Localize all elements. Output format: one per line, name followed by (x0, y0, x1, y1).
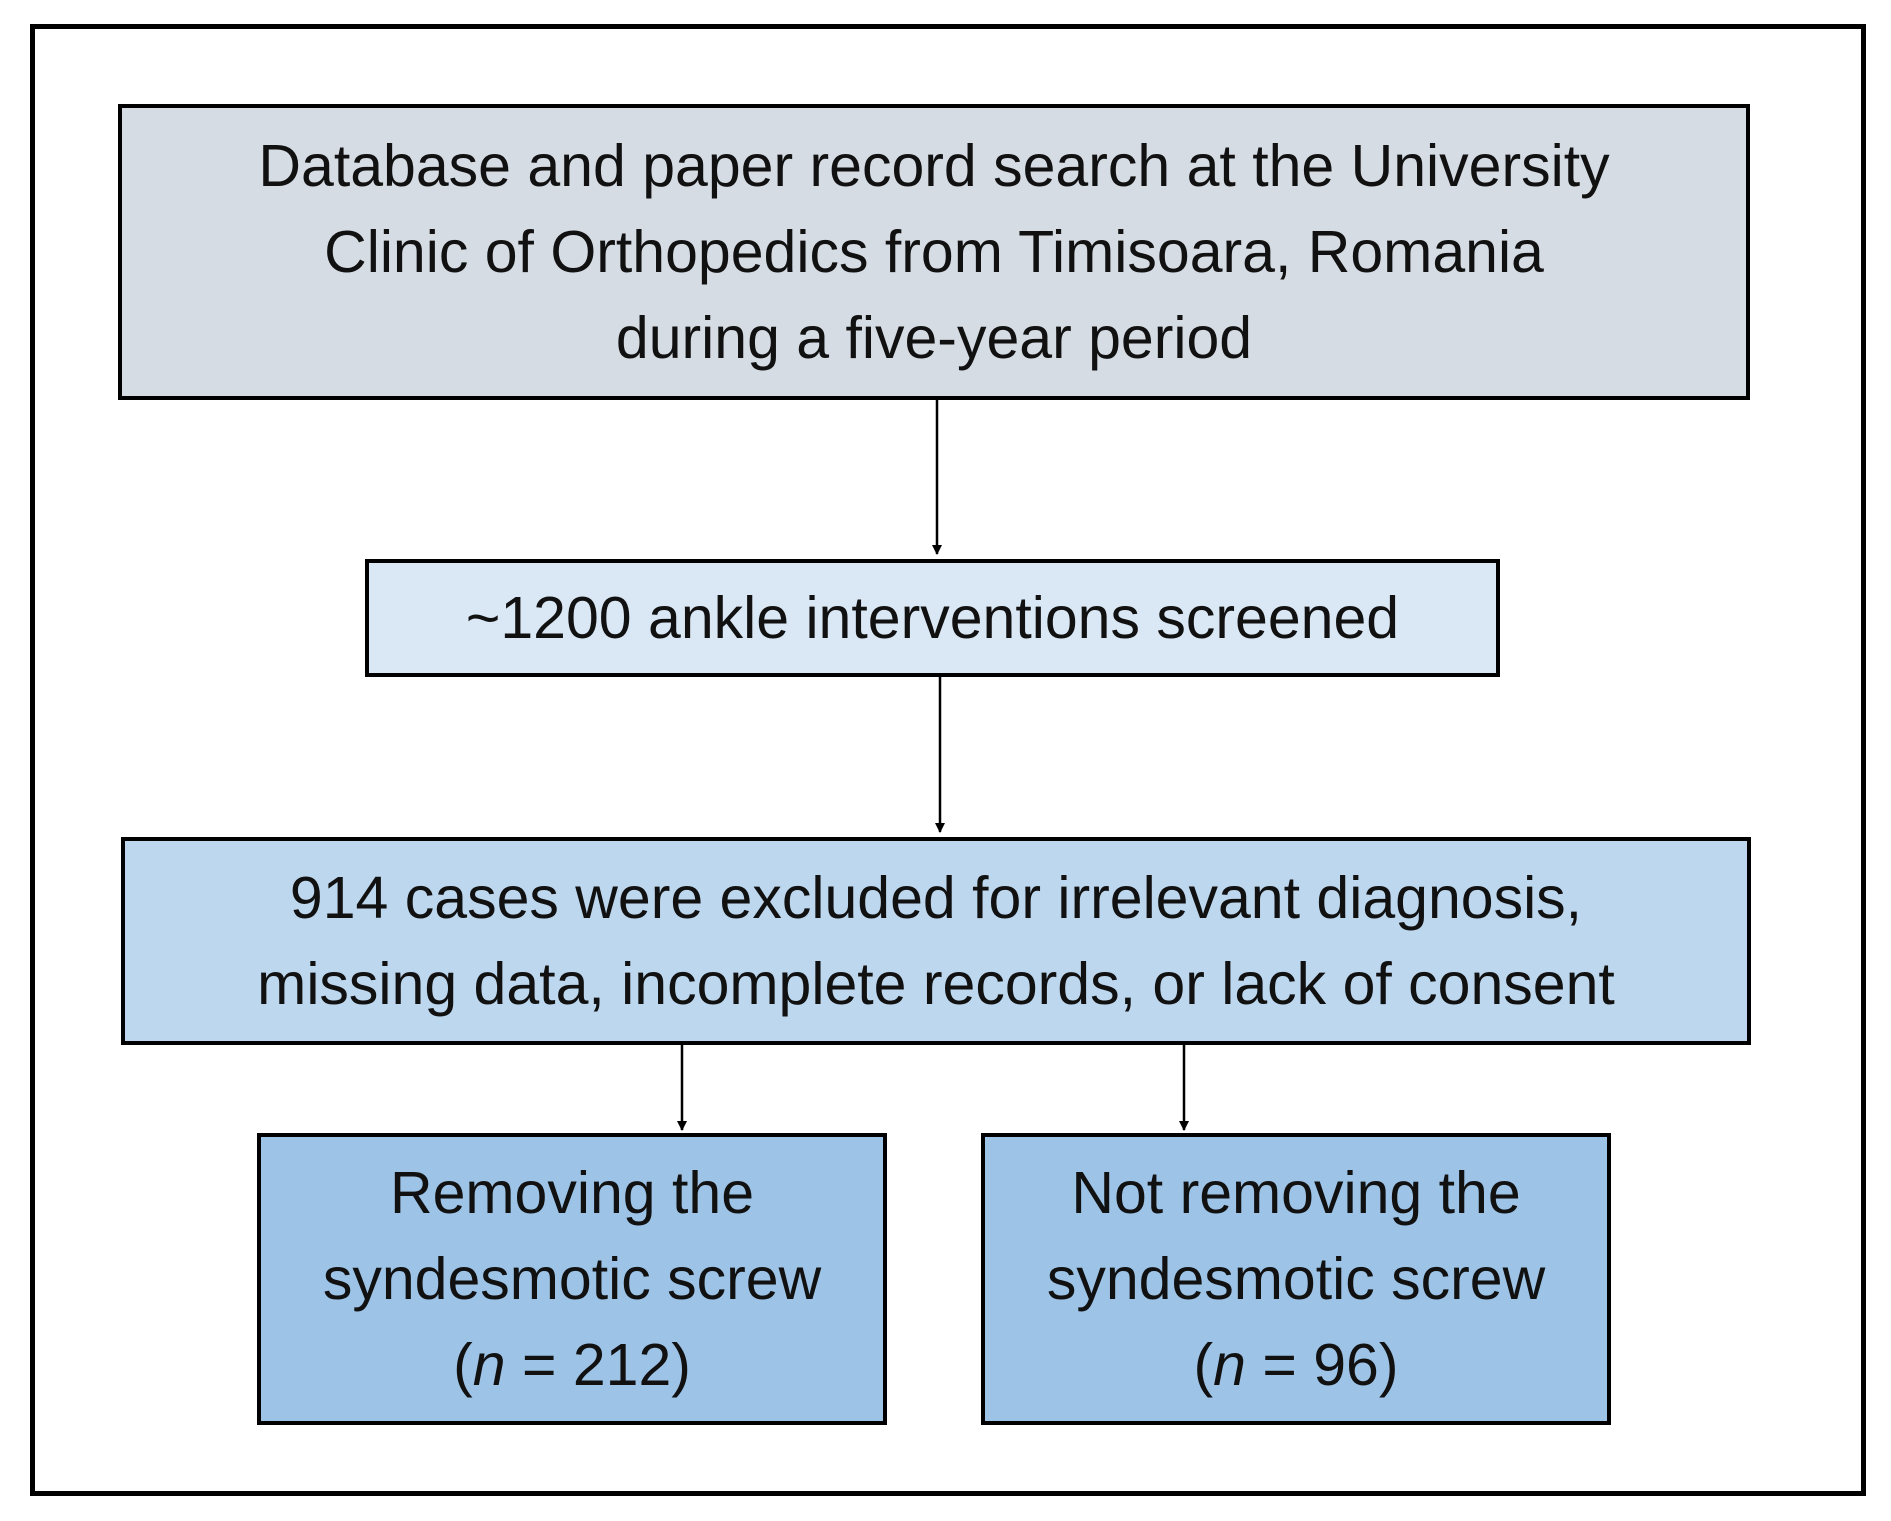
screened-box: ~1200 ankle interventions screened (365, 559, 1500, 677)
excluded-box: 914 cases were excluded for irrelevant d… (121, 837, 1751, 1045)
removing-n-symbol: n (472, 1332, 506, 1398)
removing-n-value: = 212) (521, 1332, 691, 1398)
search-line-3: during a five-year period (615, 305, 1253, 371)
excluded-line-1: 914 cases were excluded for irrelevant d… (289, 865, 1583, 931)
removing-line-2: syndesmotic screw (322, 1246, 822, 1312)
search-box: Database and paper record search at the … (118, 104, 1750, 400)
removing-count: (n = 212) (453, 1332, 691, 1398)
removing-line-1: Removing the (389, 1160, 755, 1226)
not-removing-line-2: syndesmotic screw (1046, 1246, 1546, 1312)
search-line-1: Database and paper record search at the … (258, 133, 1610, 199)
removing-box: Removing the syndesmotic screw (n = 212) (257, 1133, 887, 1425)
search-line-2: Clinic of Orthopedics from Timisoara, Ro… (324, 219, 1544, 285)
screened-line-1: ~1200 ankle interventions screened (465, 585, 1400, 651)
not-removing-n-value: = 96) (1262, 1332, 1399, 1398)
not-removing-n-symbol: n (1213, 1332, 1246, 1398)
not-removing-line-1: Not removing the (1071, 1160, 1521, 1226)
not-removing-count: (n = 96) (1193, 1332, 1399, 1398)
not-removing-box: Not removing the syndesmotic screw (n = … (981, 1133, 1611, 1425)
excluded-line-2: missing data, incomplete records, or lac… (257, 951, 1615, 1017)
